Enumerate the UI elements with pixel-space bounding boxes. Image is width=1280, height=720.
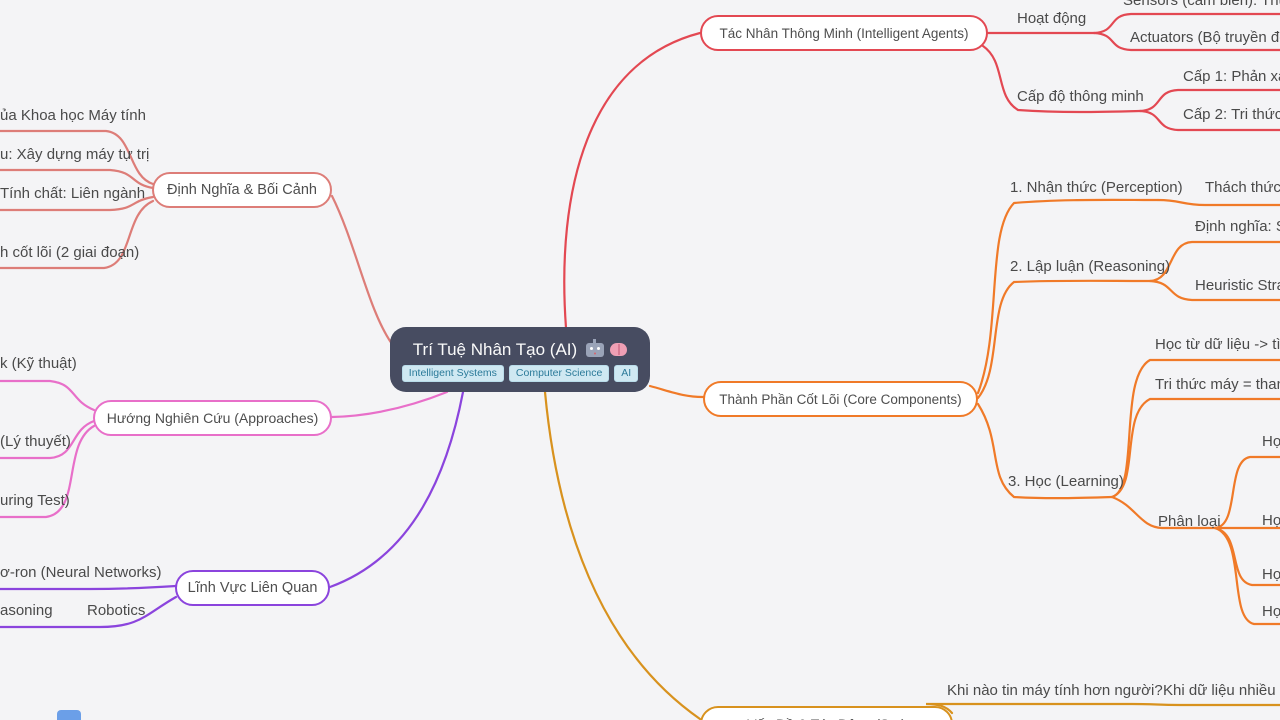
leaf-cap-2-tri-thuc[interactable]: Cấp 2: Tri thức (Knowledge [1183,106,1280,123]
leaf-turing-test[interactable]: uring Test) [0,492,70,509]
leaf-actuators[interactable]: Actuators (Bộ truyền động): [1130,29,1280,46]
leaf-cot-loi-2-giai-doan[interactable]: h cốt lõi (2 giai đoạn) [0,244,140,261]
topic-issues-impact[interactable]: Vấn Đề & Tác Động (S...) [700,706,953,720]
leaf-reasoning[interactable]: asoning [0,602,53,619]
leaf-khi-nao-tin-may-tinh[interactable]: Khi nào tin máy tính hơn người? [947,682,1163,699]
subtopic-lap-luan-reasoning[interactable]: 2. Lập luận (Reasoning) [1010,258,1171,275]
leaf-hoc-tang-cuong[interactable]: Học tăng cường [1262,566,1280,583]
robot-icon [586,338,605,357]
leaf-dinh-nghia-suy[interactable]: Định nghĩa: Suy [1195,218,1280,235]
subtopic-cap-do-thong-minh[interactable]: Cấp độ thông minh [1017,88,1144,105]
brain-icon [610,343,628,356]
leaf-sensors[interactable]: Sensors (cảm biến): Thu nhận [1123,0,1280,9]
tag-computer-science[interactable]: Computer Science [508,364,610,382]
leaf-hoc-khong-giam-sat[interactable]: Học không giám sát [1262,512,1280,529]
topic-intelligent-agents[interactable]: Tác Nhân Thông Minh (Intelligent Agents) [700,15,988,51]
leaf-tri-thuc-may[interactable]: Tri thức máy = tham số [1155,376,1280,393]
subtopic-hoc-learning[interactable]: 3. Học (Learning) [1008,473,1124,490]
leaf-cap-1-phan-xa[interactable]: Cấp 1: Phản xạ (Reflex [1183,68,1280,85]
leaf-hoc-sau[interactable]: Học sâu [1262,603,1280,620]
subtopic-hoat-dong[interactable]: Hoạt động [1017,10,1087,27]
leaf-ly-thuyet[interactable]: (Lý thuyết) [0,433,71,450]
tag-intelligent-systems[interactable]: Intelligent Systems [401,364,504,382]
leaf-thach-thuc[interactable]: Thách thức: [1205,179,1280,196]
subtopic-nhan-thuc-perception[interactable]: 1. Nhận thức (Perception) [1010,179,1183,196]
leaf-ky-thuat[interactable]: k (Kỹ thuật) [0,355,77,372]
central-topic[interactable]: Trí Tuệ Nhân Tạo (AI) Intelligent System… [390,327,650,392]
leaf-tinh-chat-lien-nganh[interactable]: Tính chất: Liên ngành [0,185,146,202]
leaf-hoc-co-giam-sat[interactable]: Học có giám sát [1262,433,1280,450]
subtopic-phan-loai[interactable]: Phân loại [1158,513,1221,530]
central-title: Trí Tuệ Nhân Tạo (AI) [412,339,578,359]
leaf-khi-du-lieu[interactable]: Khi dữ liệu nhiều hơn [1163,682,1280,699]
topic-core-components[interactable]: Thành Phần Cốt Lõi (Core Components) [703,381,978,417]
topic-related-fields[interactable]: Lĩnh Vực Liên Quan [175,570,330,606]
leaf-heuristic-strategies[interactable]: Heuristic Strategies [1195,277,1280,294]
leaf-hoc-tu-du-lieu[interactable]: Học từ dữ liệu -> tìm mẫu [1155,336,1280,353]
topic-definition-context[interactable]: Định Nghĩa & Bối Cảnh [152,172,332,208]
leaf-robotics[interactable]: Robotics [87,602,146,619]
tag-ai[interactable]: AI [614,364,639,382]
leaf-neural-networks[interactable]: ơ-ron (Neural Networks) [0,564,162,581]
clipped-blue-node[interactable] [57,710,81,720]
central-tags: Intelligent Systems Computer Science AI [401,364,639,382]
leaf-khoa-hoc-may-tinh[interactable]: ủa Khoa học Máy tính [0,107,146,124]
topic-research-approaches[interactable]: Hướng Nghiên Cứu (Approaches) [93,400,332,436]
leaf-xay-dung-may-tu-tri[interactable]: u: Xây dựng máy tự trị [0,146,150,163]
